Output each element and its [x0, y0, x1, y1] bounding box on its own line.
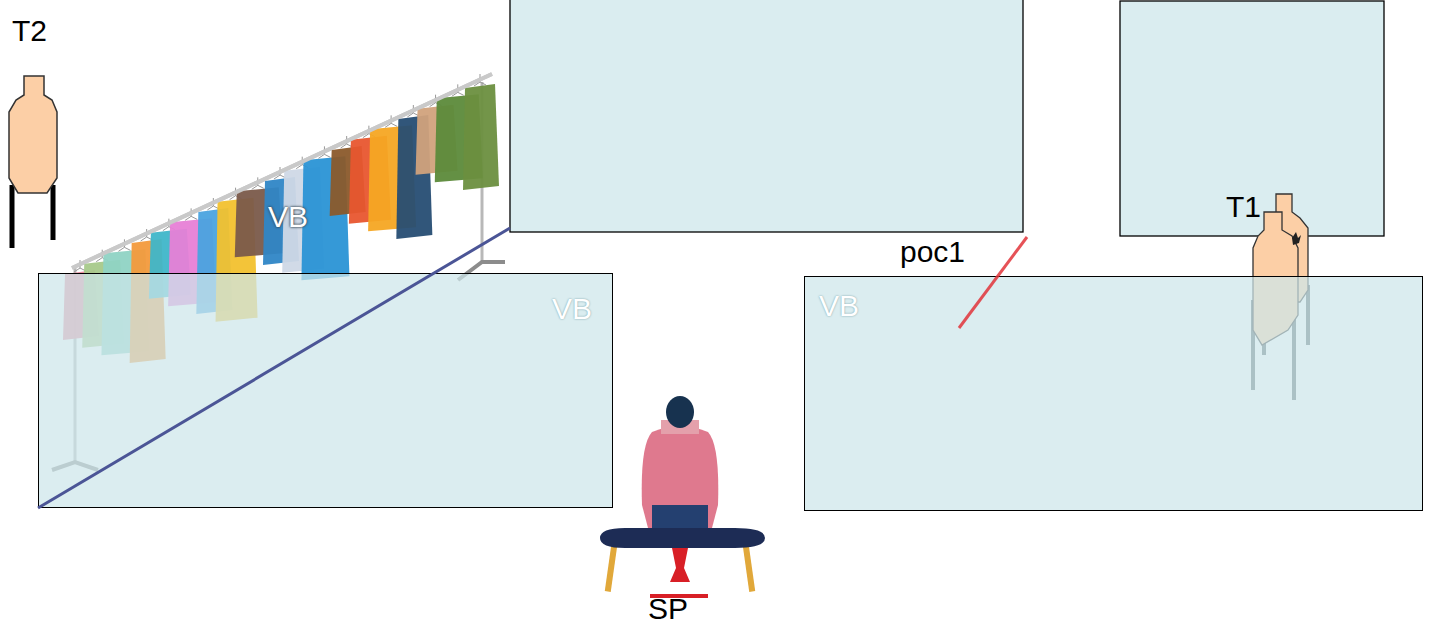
garment	[463, 84, 499, 190]
vision-barrier	[1120, 1, 1384, 236]
target-label: T1	[1226, 192, 1261, 222]
vision-barrier: VB	[38, 273, 613, 508]
target-t2	[9, 76, 57, 248]
boundary-line	[38, 228, 510, 508]
vision-barrier	[510, 0, 1023, 232]
vision-barrier: VB	[804, 276, 1423, 511]
start-position-label: SP	[648, 594, 688, 624]
target-label: T2	[12, 16, 47, 46]
shooter	[600, 396, 765, 596]
barrier-label: VB	[819, 291, 859, 321]
contact-point-label: poc1	[900, 237, 965, 267]
barrier-label: VB	[268, 202, 308, 232]
point-of-contact-line	[959, 237, 1027, 328]
barrier-label: VB	[552, 294, 592, 324]
rack-rail	[72, 74, 492, 268]
